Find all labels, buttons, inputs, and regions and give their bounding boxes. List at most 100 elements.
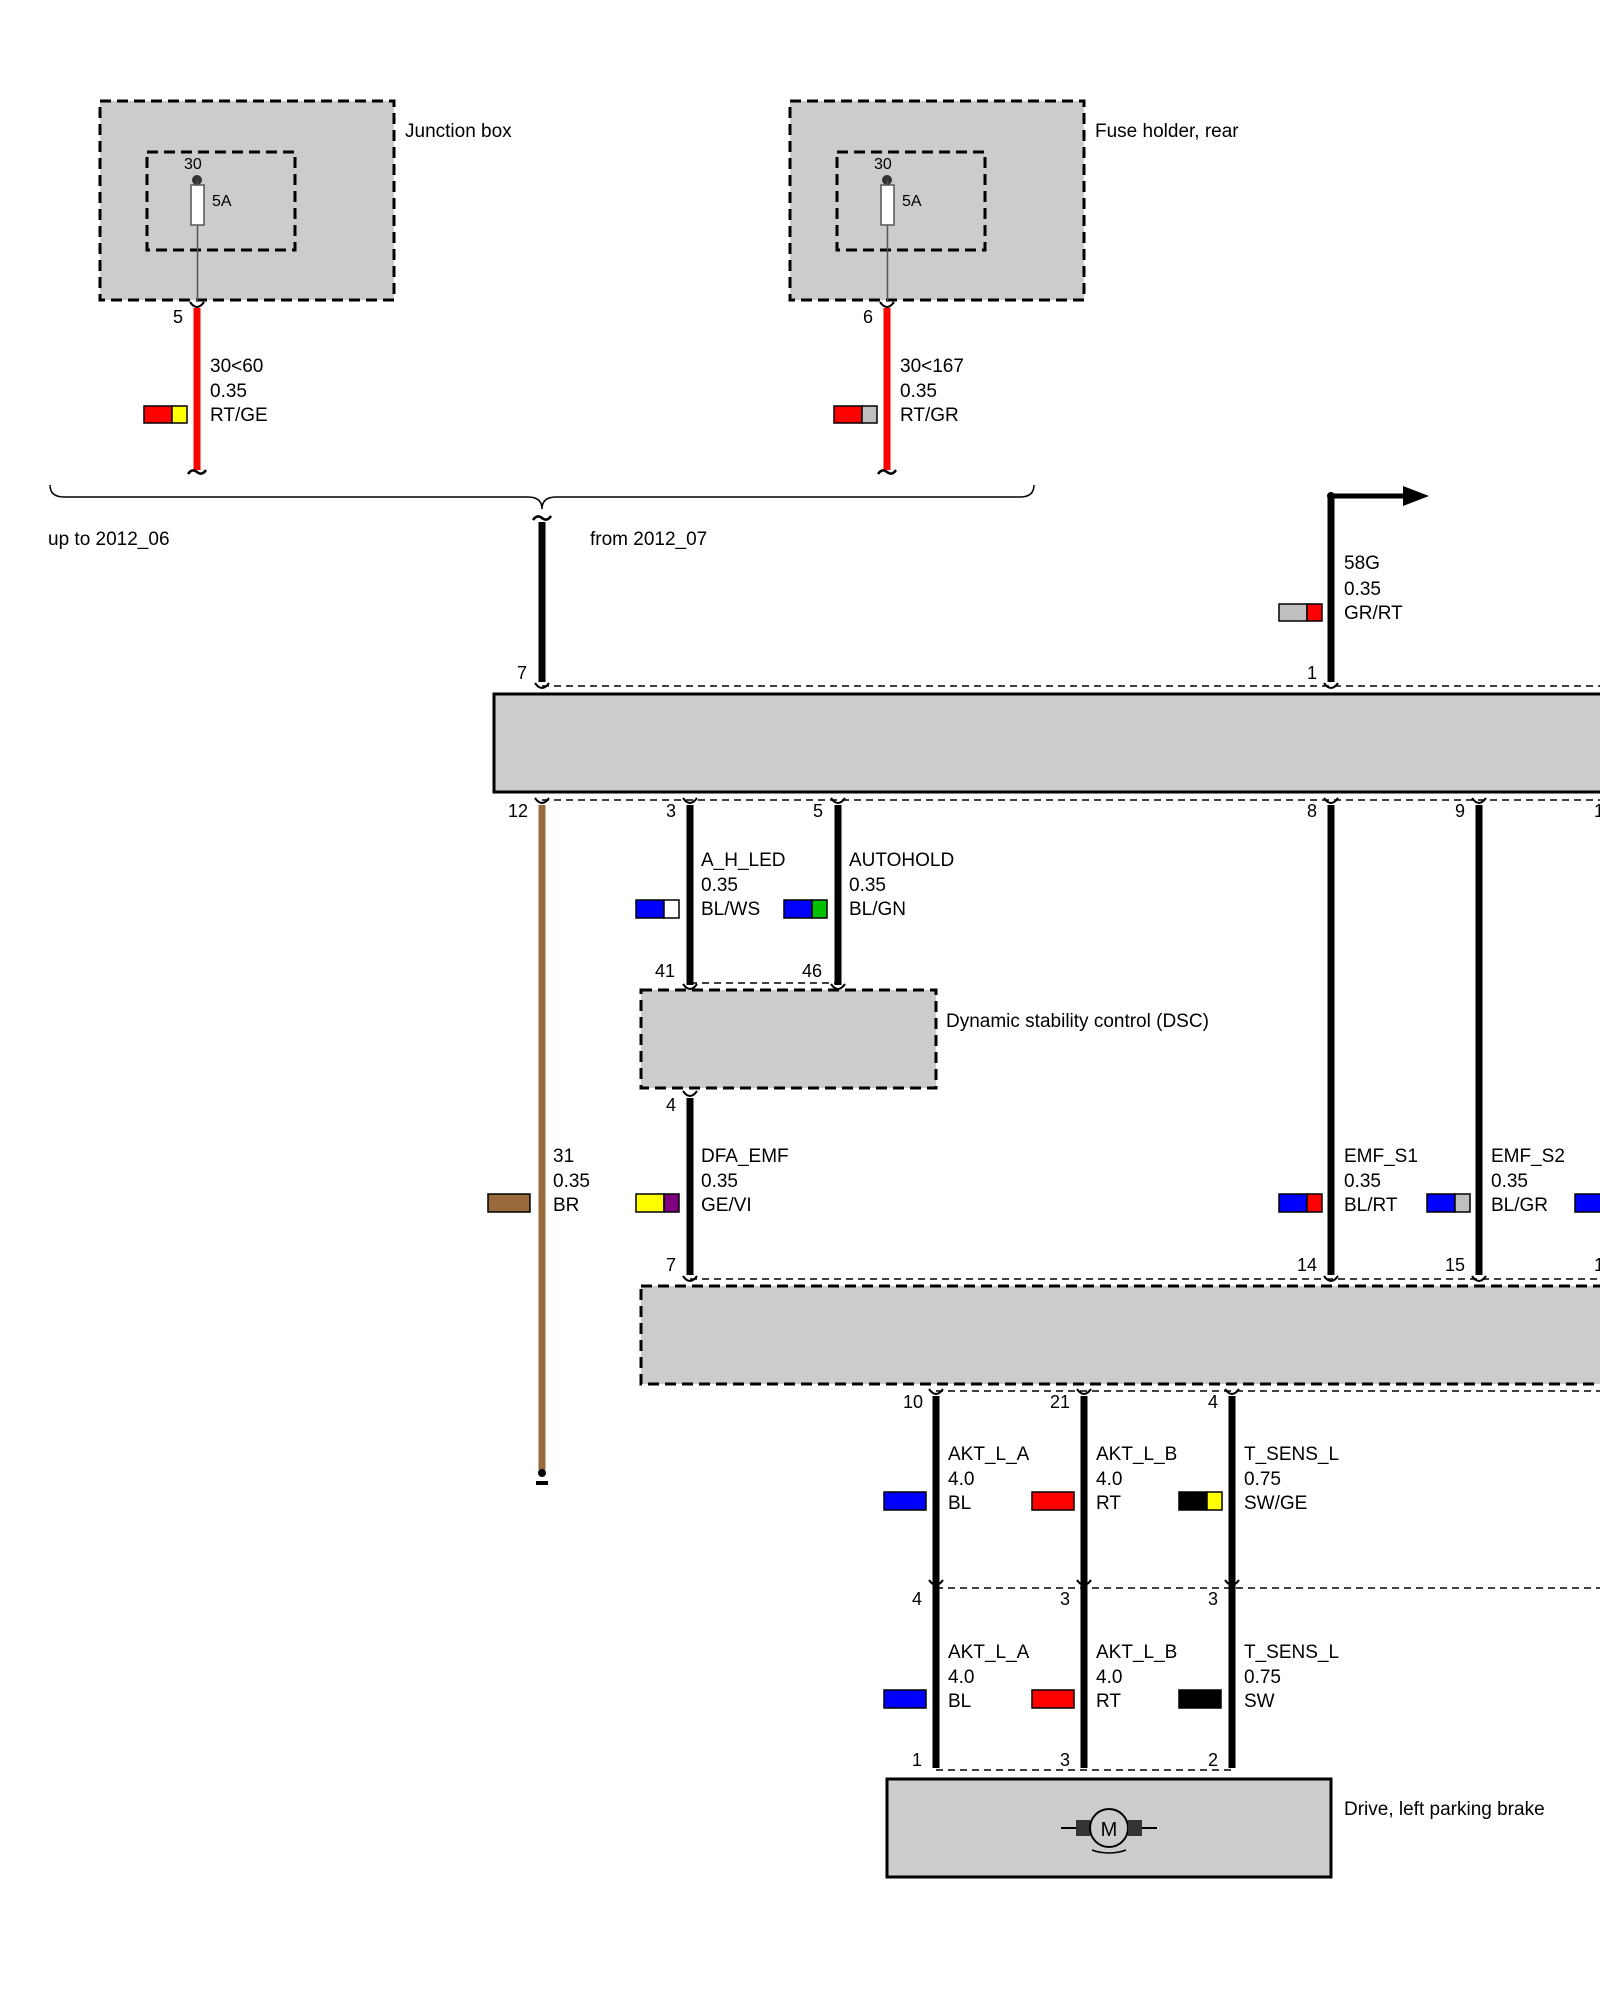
pin-label: 4 [1208, 1392, 1218, 1412]
wire-emf-s2: 9 EMF_S2 0.35 BL/GR 15 [1426, 797, 1565, 1282]
junction-box: 30 5A Junction box 5 [98, 99, 512, 327]
wire-color: SW [1244, 1691, 1275, 1712]
pin-label: 21 [1050, 1392, 1070, 1412]
pin-label: 15 [1445, 1255, 1465, 1275]
wire-size: 0.35 [1491, 1171, 1528, 1192]
pin-label: 1 [1307, 663, 1317, 683]
wire-signal: 58G [1344, 553, 1380, 574]
wire-signal: AKT_L_A [948, 1642, 1030, 1663]
fuse-holder-rear: 30 5A Fuse holder, rear 6 [788, 99, 1239, 327]
wire-size: 4.0 [1096, 1667, 1122, 1688]
pin-label: 4 [666, 1095, 676, 1115]
pin-label: 3 [1060, 1750, 1070, 1770]
wire-size: 0.35 [553, 1171, 590, 1192]
wire-color: RT/GE [210, 405, 268, 426]
wire-color: BL/GR [1491, 1195, 1548, 1216]
wire-ground-31: 12 31 0.35 BR [487, 797, 590, 1485]
wire-color: SW/GE [1244, 1493, 1307, 1514]
color-swatch [1178, 1491, 1223, 1511]
wire-signal: AUTOHOLD [849, 850, 954, 871]
wire-signal: EMF_S2 [1491, 1146, 1565, 1167]
color-swatch [1031, 1491, 1075, 1511]
wire-color: GR/RT [1344, 603, 1403, 624]
color-swatch [1278, 603, 1323, 622]
pin-label: 2 [1208, 1750, 1218, 1770]
color-swatch [1278, 1193, 1323, 1213]
wire-signal: EMF_S1 [1344, 1146, 1418, 1167]
wire-color: BL [948, 1691, 971, 1712]
color-swatch [635, 899, 680, 919]
variant-right-label: from 2012_07 [590, 529, 707, 550]
pin-label: 8 [1307, 801, 1317, 821]
color-swatch [883, 1689, 927, 1709]
pin-label: 5 [813, 801, 823, 821]
control-module [492, 685, 1600, 801]
pin-label: 7 [666, 1255, 676, 1275]
wire-signal: A_H_LED [701, 850, 786, 871]
wire-signal: 30<167 [900, 356, 964, 377]
fuse-rating: 5A [212, 193, 232, 210]
variant-left-label: up to 2012_06 [48, 529, 170, 550]
pin-label: 5 [173, 307, 183, 327]
pin-label: 7 [517, 663, 527, 683]
wire-color: GE/VI [701, 1195, 752, 1216]
wire-dfa-emf: 4 DFA_EMF 0.35 GE/VI 7 [635, 1090, 789, 1282]
fuse-icon [190, 184, 205, 226]
fuse-rating: 5A [902, 193, 922, 210]
pin-label: 46 [802, 961, 822, 981]
color-swatch [143, 405, 188, 424]
wire-signal: T_SENS_L [1244, 1642, 1339, 1663]
wire-size: 0.35 [701, 875, 738, 896]
dsc-module: Dynamic stability control (DSC) [639, 982, 1209, 1090]
color-swatch [1031, 1689, 1075, 1709]
dsc-label: Dynamic stability control (DSC) [946, 1011, 1209, 1032]
wire-color: RT/GR [900, 405, 959, 426]
motor-symbol: M [1101, 1819, 1118, 1841]
wire-signal: 30<60 [210, 356, 263, 377]
wire-color: BR [553, 1195, 579, 1216]
wire-color: BL/RT [1344, 1195, 1398, 1216]
drive-left-parking-brake: M Drive, left parking brake [885, 1769, 1545, 1879]
wire-size: 0.35 [900, 381, 937, 402]
wire-58g: 58G 0.35 GR/RT 1 [1278, 486, 1429, 689]
pin-label: 9 [1455, 801, 1465, 821]
pin-label: 10 [903, 1392, 923, 1412]
terminal-label: 30 [184, 156, 202, 173]
pin-label: 41 [655, 961, 675, 981]
color-swatch [1426, 1193, 1471, 1213]
color-swatch [1178, 1689, 1222, 1709]
wire-size: 0.35 [701, 1171, 738, 1192]
wire-30-60: 30<60 0.35 RT/GE [143, 301, 268, 475]
variant-brace: up to 2012_06 from 2012_07 [48, 484, 1035, 550]
wire-size: 0.35 [1344, 579, 1381, 600]
motor-icon: M [1061, 1808, 1157, 1854]
wire-autohold: 5 AUTOHOLD 0.35 BL/GN 46 [783, 797, 954, 990]
wire-t-sens-l: 4 T_SENS_L 0.75 SW/GE 3 T_SENS_L 0.75 SW… [1178, 1388, 1339, 1770]
junction-box-label: Junction box [405, 121, 512, 142]
wire-size: 4.0 [1096, 1469, 1122, 1490]
pin-label: 1 [1594, 1255, 1600, 1275]
wire-signal: AKT_L_B [1096, 1642, 1177, 1663]
wire-signal: AKT_L_A [948, 1444, 1030, 1465]
wire-size: 0.35 [210, 381, 247, 402]
wire-cut-off-right: 1 1 [1574, 801, 1600, 1275]
color-swatch [1574, 1193, 1600, 1213]
wire-size: 0.75 [1244, 1667, 1281, 1688]
wire-size: 4.0 [948, 1667, 974, 1688]
color-swatch [783, 899, 828, 919]
wire-color: RT [1096, 1493, 1121, 1514]
wire-size: 0.75 [1244, 1469, 1281, 1490]
second-module [639, 1278, 1600, 1392]
wire-size: 0.35 [1344, 1171, 1381, 1192]
pin-label: 3 [1208, 1589, 1218, 1609]
terminal-label: 30 [874, 156, 892, 173]
pin-label: 3 [1060, 1589, 1070, 1609]
pin-label: 1 [1594, 801, 1600, 821]
wire-akt-l-a: 10 AKT_L_A 4.0 BL 4 AKT_L_A 4.0 BL 1 [883, 1388, 1030, 1770]
wire-color: BL/WS [701, 899, 760, 920]
wire-30-167: 30<167 0.35 RT/GR [833, 301, 964, 475]
wire-size: 0.35 [849, 875, 886, 896]
wire-a-h-led: 3 A_H_LED 0.35 BL/WS 41 [635, 797, 786, 990]
color-swatch [833, 405, 878, 424]
